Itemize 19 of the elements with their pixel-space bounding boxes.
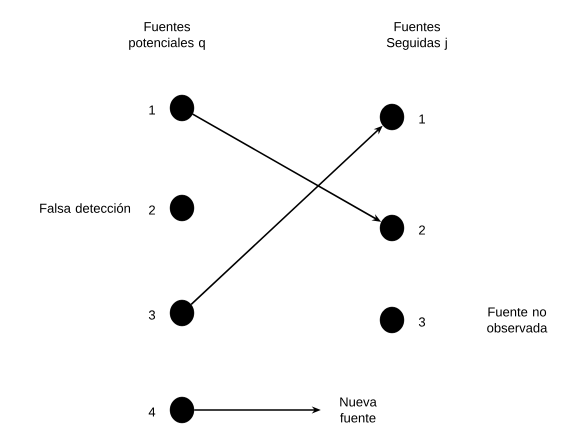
dot xyxy=(380,104,404,130)
number-label: 1 xyxy=(149,106,155,114)
dot xyxy=(170,300,194,326)
dot xyxy=(170,396,194,424)
number-label: 2 xyxy=(149,205,155,215)
dot xyxy=(380,306,404,334)
dot xyxy=(170,94,194,122)
number-label: 3 xyxy=(418,317,426,327)
node-label: Nueva fuente xyxy=(340,397,377,423)
number-label: 1 xyxy=(419,114,425,124)
text-label: Fuentes potenciales q xyxy=(129,22,205,50)
text-label: Fuente no observada xyxy=(487,307,548,333)
text-label: Falsa detección xyxy=(40,203,130,213)
number-label: 2 xyxy=(419,225,425,235)
number-label: 3 xyxy=(148,310,156,320)
number-label: 4 xyxy=(148,408,156,416)
dot xyxy=(380,214,404,242)
text-label: Fuentes Seguidas j xyxy=(386,22,447,50)
dot xyxy=(170,194,194,222)
